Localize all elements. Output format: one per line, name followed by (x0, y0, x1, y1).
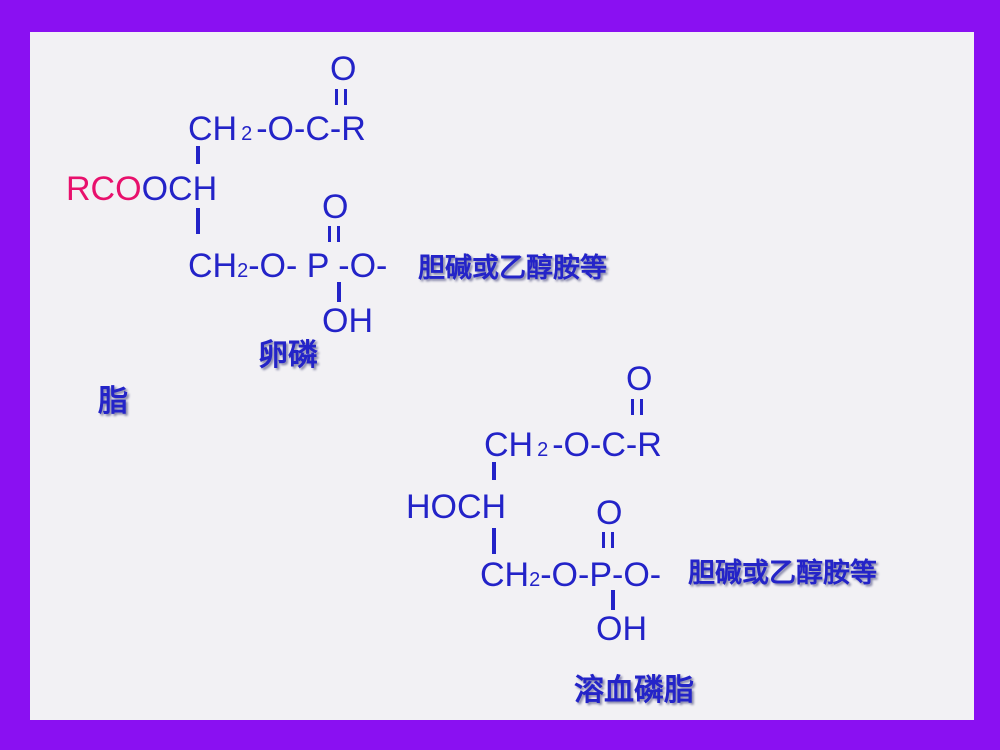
substituent-label: 胆碱或乙醇胺等 (688, 558, 877, 589)
ch2-label: CH (188, 110, 238, 148)
hoch-row: HOCH (406, 488, 507, 526)
ch2-subscript: 2 (537, 439, 549, 461)
ester-chain: -O-C-R (552, 426, 662, 464)
carbonyl-oxygen-top: O (330, 50, 357, 88)
hydroxyl-oh: OH (596, 610, 647, 648)
ch2-label: CH (480, 556, 530, 594)
ch2-label: CH (484, 426, 534, 464)
bond-vertical-1 (196, 146, 200, 164)
phosphate-row: CH2-O- P -O- (188, 249, 387, 283)
bond-vertical-p-oh (337, 282, 341, 302)
double-bond-top (631, 399, 643, 415)
bond-vertical-2 (492, 528, 496, 554)
lecithin-name-part1: 卵磷 (258, 338, 318, 373)
double-bond-phosphate (328, 226, 340, 242)
lysolecithin-name: 溶血磷脂 (574, 673, 694, 708)
bond-vertical-1 (492, 462, 496, 480)
substituent-label: 胆碱或乙醇胺等 (418, 253, 607, 284)
phosphate-oxygen: O (596, 494, 623, 532)
ester-chain: -O-C-R (256, 110, 366, 148)
rco-group: RCO (66, 170, 142, 208)
double-bond-phosphate (602, 532, 614, 548)
phosphate-chain: -O-P-O- (540, 556, 662, 594)
phosphate-chain: -O- P -O- (248, 247, 388, 285)
carbonyl-oxygen-top: O (626, 360, 653, 398)
hydroxyl-oh: OH (322, 302, 373, 340)
ch2-subscript: 2 (241, 123, 253, 145)
double-bond-top (335, 89, 347, 105)
och-group: OCH (141, 170, 218, 208)
ch2-subscript: 2 (529, 569, 541, 591)
bond-vertical-p-oh (611, 590, 615, 610)
ch2-subscript: 2 (237, 260, 249, 282)
ch2-label: CH (188, 247, 238, 285)
phosphate-row: CH2-O-P-O- (480, 558, 661, 592)
phosphate-oxygen: O (322, 188, 349, 226)
bond-vertical-2 (196, 208, 200, 234)
lecithin-name-part2: 脂 (98, 384, 128, 419)
rcooch-row: RCOOCH (66, 172, 217, 206)
